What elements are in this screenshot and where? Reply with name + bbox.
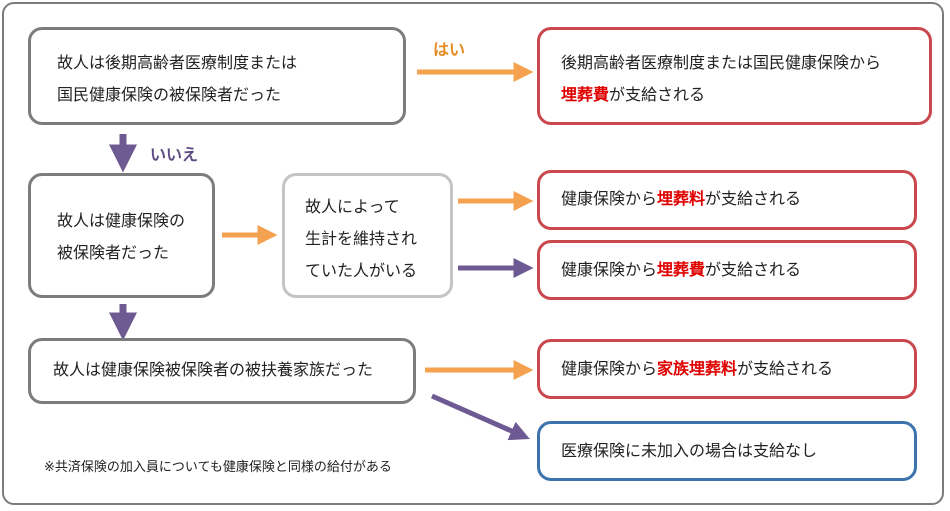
r2-emphasis: 埋葬料 bbox=[657, 189, 706, 208]
r1-emphasis: 埋葬費 bbox=[561, 85, 610, 104]
diagram-frame bbox=[2, 2, 944, 505]
yes-label: はい bbox=[433, 40, 466, 59]
r2-rest: が支給される bbox=[705, 189, 802, 208]
r1-line2: 埋葬費が支給される bbox=[561, 79, 929, 111]
result-box-funeral-expense-nhi: 後期高齢者医療制度または国民健康保険から 埋葬費が支給される bbox=[537, 27, 932, 125]
result-box-family-burial-fee: 健康保険から家族埋葬料が支給される bbox=[537, 339, 917, 399]
r2-pre: 健康保険から bbox=[561, 189, 658, 208]
arrow-q4-to-r5 bbox=[430, 393, 530, 441]
question-box-dependent-family: 故人は健康保険被保険者の被扶養家族だった bbox=[28, 338, 416, 404]
question-box-health-insurance-insured: 故人は健康保険の 被保険者だった bbox=[28, 173, 215, 298]
q2-line1: 故人は健康保険の bbox=[57, 211, 186, 230]
q1-line2: 国民健康保険の被保険者だった bbox=[57, 85, 282, 104]
q3-line3: ていた人がいる bbox=[305, 261, 418, 280]
result-box-burial-fee: 健康保険から埋葬料が支給される bbox=[537, 170, 917, 230]
q2-line2: 被保険者だった bbox=[57, 243, 170, 262]
r4-pre: 健康保険から bbox=[561, 359, 658, 378]
r4-emphasis: 家族埋葬料 bbox=[657, 359, 738, 378]
q3-line1: 故人によって bbox=[305, 197, 400, 216]
result-box-burial-expense: 健康保険から埋葬費が支給される bbox=[537, 240, 917, 300]
r3-emphasis: 埋葬費 bbox=[657, 260, 706, 279]
r4-rest: が支給される bbox=[737, 359, 834, 378]
q1-line1: 故人は後期高齢者医療制度または bbox=[57, 53, 298, 72]
r3-rest: が支給される bbox=[705, 260, 802, 279]
r5-text: 医療保険に未加入の場合は支給なし bbox=[561, 441, 818, 460]
q4-text: 故人は健康保険被保険者の被扶養家族だった bbox=[53, 360, 374, 379]
q3-line2: 生計を維持され bbox=[305, 229, 418, 248]
result-box-no-payment: 医療保険に未加入の場合は支給なし bbox=[537, 421, 917, 481]
no-label: いいえ bbox=[150, 145, 199, 164]
r1-line1: 後期高齢者医療制度または国民健康保険から bbox=[561, 53, 882, 72]
question-box-dependent-livelihood: 故人によって 生計を維持され ていた人がいる bbox=[282, 173, 453, 298]
r3-pre: 健康保険から bbox=[561, 260, 658, 279]
r1-rest: が支給される bbox=[609, 85, 706, 104]
question-box-latter-stage-or-nhi: 故人は後期高齢者医療制度または 国民健康保険の被保険者だった bbox=[28, 27, 406, 125]
footnote: ※共済保険の加入員についても健康保険と同様の給付がある bbox=[44, 460, 392, 475]
